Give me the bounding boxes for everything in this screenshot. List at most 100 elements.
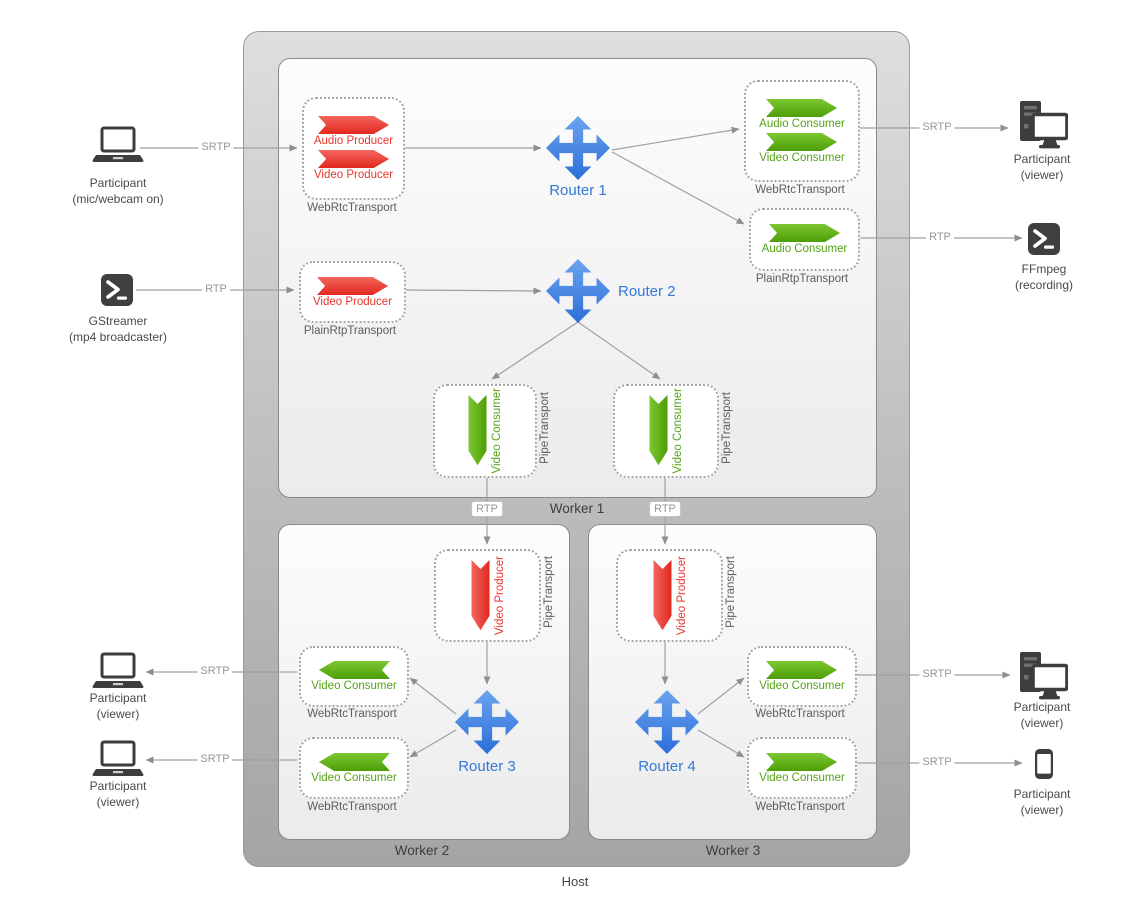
producer-arrow-down-icon	[471, 559, 489, 630]
endpoint-name: GStreamer	[88, 314, 148, 328]
consumer-arrow-left-icon	[318, 752, 390, 771]
consumer-label: Video Consumer	[672, 388, 684, 474]
consumer-arrow-icon	[765, 752, 838, 771]
plainrtptransport-consumer-node: Audio Consumer	[749, 208, 860, 271]
endpoint-role: (viewer)	[96, 794, 140, 809]
consumer-label: Video Consumer	[759, 680, 845, 692]
transport-label: WebRtcTransport	[307, 801, 397, 813]
pipetransport-producer-w3-node: Video Producer	[616, 549, 723, 642]
consumer-arrow-down-icon	[468, 395, 487, 466]
worker3-label: Worker 3	[705, 843, 761, 858]
router1-label: Router 1	[549, 182, 607, 199]
worker1-label: Worker 1	[549, 501, 605, 516]
webrtctransport-w3-node-2: Video Consumer	[747, 737, 857, 799]
transport-label: WebRtcTransport	[307, 202, 397, 214]
video-consumer: Video Consumer	[311, 661, 397, 692]
consumer-label: Video Consumer	[759, 771, 845, 784]
desktop-icon	[1014, 650, 1069, 707]
endpoint-name: Participant	[89, 779, 147, 793]
video-consumer: Video Consumer	[759, 661, 845, 692]
protocol-label-srtp-bl1: SRTP	[197, 665, 233, 677]
endpoint-label: Participant (viewer)	[1014, 152, 1071, 183]
producer-label: Audio Producer	[313, 135, 394, 147]
video-producer: Video Producer	[314, 150, 393, 181]
transport-label: PipeTransport	[543, 556, 555, 628]
endpoint-label: Participant (viewer)	[90, 779, 147, 810]
consumer-label: Video Consumer	[311, 771, 397, 784]
video-consumer: Video Consumer	[759, 752, 845, 784]
consumer-label: Video Consumer	[311, 680, 397, 692]
protocol-label-rtp-mr: RTP	[926, 231, 954, 243]
webrtctransport-w2-node-2: Video Consumer	[299, 737, 409, 799]
protocol-label-srtp-tr: SRTP	[919, 121, 955, 133]
endpoint-name: Participant	[1013, 787, 1071, 801]
consumer-arrow-icon	[768, 224, 840, 242]
audio-consumer: Audio Consumer	[762, 224, 847, 255]
audio-producer: Audio Producer	[314, 116, 393, 147]
endpoint-role: (mic/webcam on)	[72, 191, 164, 206]
transport-label: PipeTransport	[725, 556, 737, 628]
laptop-icon	[92, 740, 144, 783]
transport-label: PlainRtpTransport	[303, 325, 397, 337]
producer-arrow-icon	[317, 150, 389, 168]
audio-consumer: Audio Consumer	[759, 98, 845, 130]
desktop-icon	[1014, 99, 1069, 156]
terminal-icon	[100, 273, 134, 312]
transport-label: PipeTransport	[721, 392, 733, 464]
endpoint-name: Participant	[89, 691, 147, 705]
transport-label: WebRtcTransport	[755, 184, 845, 196]
producer-label: Video Producer	[675, 555, 688, 636]
laptop-icon	[92, 652, 144, 695]
endpoint-label: Participant (mic/webcam on)	[72, 176, 163, 207]
pipetransport-producer-w2-node: Video Producer	[434, 549, 541, 642]
transport-label: WebRtcTransport	[755, 801, 845, 813]
consumer-arrow-icon	[766, 98, 838, 117]
producer-label: Video Producer	[313, 169, 394, 181]
pipetransport-consumer-right-node: Video Consumer	[613, 384, 719, 478]
protocol-label-srtp-br2: SRTP	[919, 756, 955, 768]
endpoint-name: FFmpeg	[1021, 262, 1067, 276]
producer-arrow-down-icon	[653, 559, 671, 630]
producer-arrow-icon	[316, 276, 388, 295]
transport-label: PipeTransport	[539, 392, 551, 464]
host-label: Host	[561, 874, 589, 889]
endpoint-label: Participant (viewer)	[90, 691, 147, 722]
consumer-arrow-icon	[765, 132, 838, 151]
laptop-icon	[92, 126, 144, 169]
endpoint-role: (viewer)	[96, 706, 140, 721]
router3-label: Router 3	[458, 758, 516, 775]
worker2-label: Worker 2	[394, 843, 450, 858]
router2-icon	[546, 259, 610, 323]
protocol-label-rtp-pipe-left: RTP	[471, 501, 503, 517]
endpoint-name: Participant	[1013, 700, 1071, 714]
endpoint-label: FFmpeg (recording)	[1015, 262, 1073, 293]
transport-label: WebRtcTransport	[307, 708, 397, 720]
webrtctransport-producers-node: Audio Producer Video Producer	[302, 97, 405, 200]
router1-icon	[546, 116, 610, 180]
consumer-label: Audio Consumer	[759, 117, 845, 130]
producer-label: Video Producer	[493, 555, 506, 636]
endpoint-label: GStreamer (mp4 broadcaster)	[69, 314, 167, 345]
protocol-label-rtp-pipe-right: RTP	[649, 501, 681, 517]
endpoint-role: (mp4 broadcaster)	[68, 329, 168, 344]
endpoint-label: Participant (viewer)	[1014, 787, 1071, 818]
producer-arrow-icon	[317, 116, 389, 134]
router3-icon	[455, 690, 519, 754]
protocol-label-srtp-bl2: SRTP	[197, 753, 233, 765]
video-consumer: Video Consumer	[311, 752, 397, 784]
pipetransport-consumer-left-node: Video Consumer	[433, 384, 537, 478]
consumer-label: Video Consumer	[759, 151, 845, 164]
endpoint-name: Participant	[89, 176, 147, 190]
endpoint-name: Participant	[1013, 152, 1071, 166]
endpoint-role: (viewer)	[1020, 167, 1064, 182]
webrtctransport-w2-node-1: Video Consumer	[299, 646, 409, 707]
protocol-label-srtp-tl: SRTP	[198, 141, 234, 153]
plainrtptransport-producer-node: Video Producer	[299, 261, 406, 323]
endpoint-role: (recording)	[1014, 277, 1074, 292]
terminal-icon	[1027, 222, 1061, 261]
router4-icon	[635, 690, 699, 754]
webrtctransport-w3-node-1: Video Consumer	[747, 646, 857, 707]
router4-label: Router 4	[638, 758, 696, 775]
endpoint-role: (viewer)	[1020, 715, 1064, 730]
